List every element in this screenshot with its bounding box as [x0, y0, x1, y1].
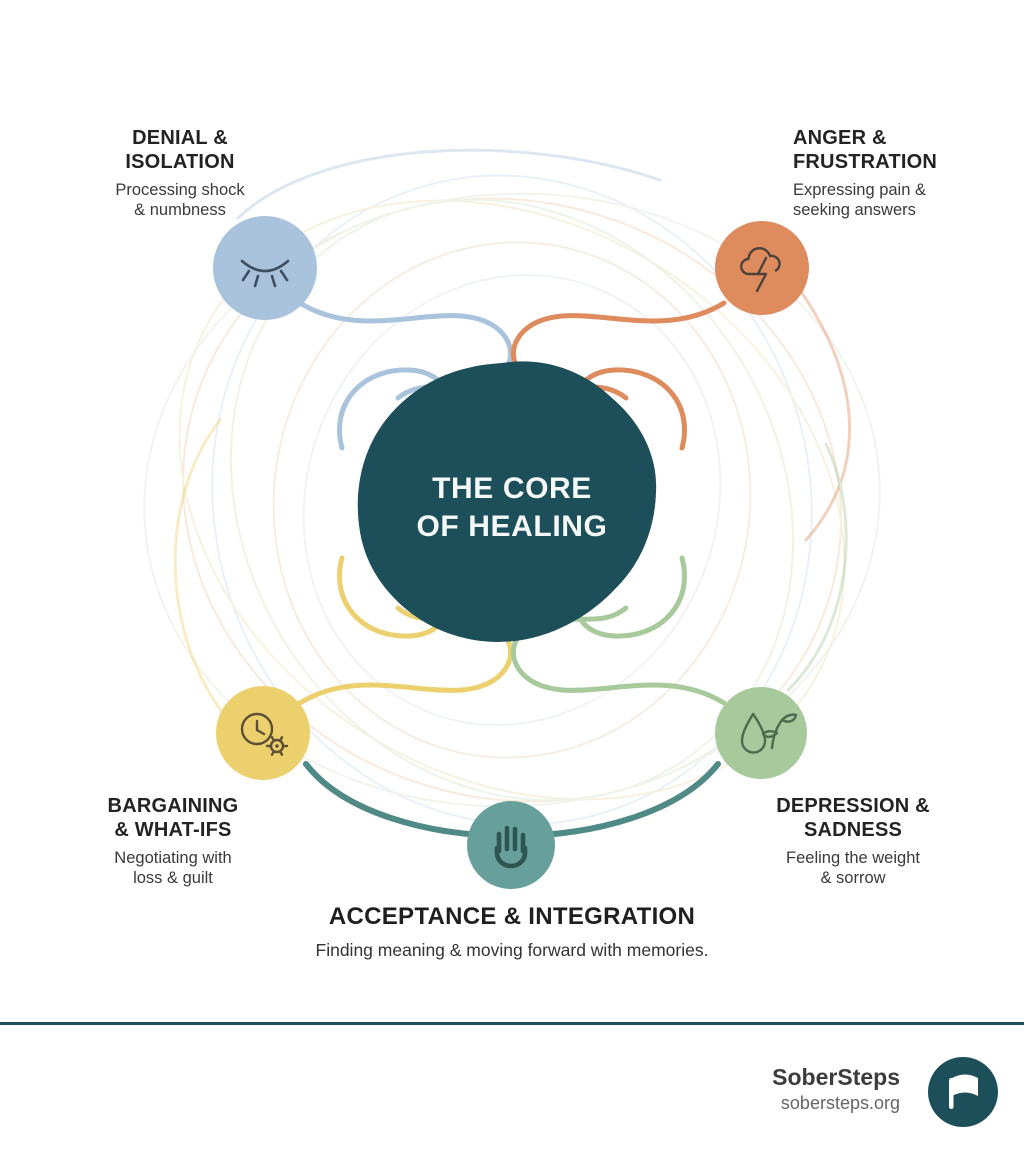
core-blob: [357, 361, 657, 642]
denial-circle: [213, 216, 317, 320]
acceptance-desc: Finding meaning & moving forward with me…: [315, 940, 709, 960]
stage-desc-line: Negotiating with: [114, 849, 232, 867]
anger-node: [715, 221, 809, 315]
stage-title-line: ISOLATION: [125, 151, 235, 173]
bargaining-node: [216, 686, 310, 780]
depression-node: [715, 687, 807, 779]
depression-circle: [715, 687, 807, 779]
clock-gear-icon: [240, 712, 289, 756]
stage-desc-line: seeking answers: [793, 201, 916, 219]
acceptance-title: ACCEPTANCE & INTEGRATION: [328, 903, 696, 930]
depression-tail: [786, 442, 848, 692]
acceptance-circle: [467, 801, 555, 889]
stage-desc-anger: Expressing pain & seeking answers: [793, 180, 1023, 220]
stage-title-depression: DEPRESSION & SADNESS: [743, 794, 963, 842]
stage-title-line: SADNESS: [803, 819, 903, 841]
brand-name: SoberSteps: [772, 1064, 900, 1090]
stage-title-denial: DENIAL & ISOLATION: [70, 126, 290, 174]
core-title-line: THE CORE: [432, 472, 592, 505]
denial-node: [213, 216, 317, 320]
stage-title-line: & WHAT-IFS: [114, 819, 232, 841]
sobersteps-logo: [928, 1057, 998, 1127]
stage-desc-line: Processing shock: [115, 181, 245, 199]
stage-desc-bargaining: Negotiating with loss & guilt: [63, 848, 283, 888]
footer-divider: [0, 1022, 1024, 1025]
stage-title-line: DENIAL &: [132, 127, 228, 149]
stage-label-bargaining: BARGAINING & WHAT-IFS Negotiating with l…: [63, 794, 283, 888]
sobersteps-logo-glyph: [949, 1074, 978, 1109]
footer-branding: SoberSteps sobersteps.org: [772, 1064, 900, 1114]
stage-tails: [173, 148, 851, 714]
closed-eye-icon: [240, 259, 290, 288]
background-swirls: [143, 174, 881, 826]
stage-desc-line: Feeling the weight: [786, 849, 920, 867]
stage-title-line: FRUSTRATION: [793, 151, 938, 173]
hand-icon: [494, 825, 528, 869]
stage-label-anger: ANGER & FRUSTRATION Expressing pain & se…: [793, 126, 1023, 220]
core-title-line: OF HEALING: [416, 510, 608, 543]
bargaining-tail: [173, 418, 224, 714]
stage-title-line: BARGAINING: [107, 795, 239, 817]
stage-desc-line: & numbness: [134, 201, 226, 219]
stage-desc-denial: Processing shock & numbness: [70, 180, 290, 220]
stage-title-line: ANGER &: [793, 127, 887, 149]
core-title: THE CORE OF HEALING: [352, 470, 672, 546]
stage-label-denial: DENIAL & ISOLATION Processing shock & nu…: [70, 126, 290, 220]
stage-desc-depression: Feeling the weight & sorrow: [743, 848, 963, 888]
stage-desc-line: Expressing pain &: [793, 181, 926, 199]
anger-tail: [798, 288, 851, 542]
stage-title-anger: ANGER & FRUSTRATION: [793, 126, 1023, 174]
storm-cloud-icon: [740, 247, 781, 293]
stage-title-bargaining: BARGAINING & WHAT-IFS: [63, 794, 283, 842]
stage-label-acceptance: ACCEPTANCE & INTEGRATION Finding meaning…: [192, 903, 832, 961]
stage-label-depression: DEPRESSION & SADNESS Feeling the weight …: [743, 794, 963, 888]
brand-url: sobersteps.org: [780, 1093, 900, 1113]
stage-title-line: DEPRESSION &: [776, 795, 930, 817]
acceptance-node: [467, 801, 555, 889]
droplet-leaf-icon: [740, 712, 798, 754]
stage-desc-line: & sorrow: [820, 869, 886, 887]
denial-tail: [236, 148, 662, 220]
stage-desc-line: loss & guilt: [133, 869, 213, 887]
